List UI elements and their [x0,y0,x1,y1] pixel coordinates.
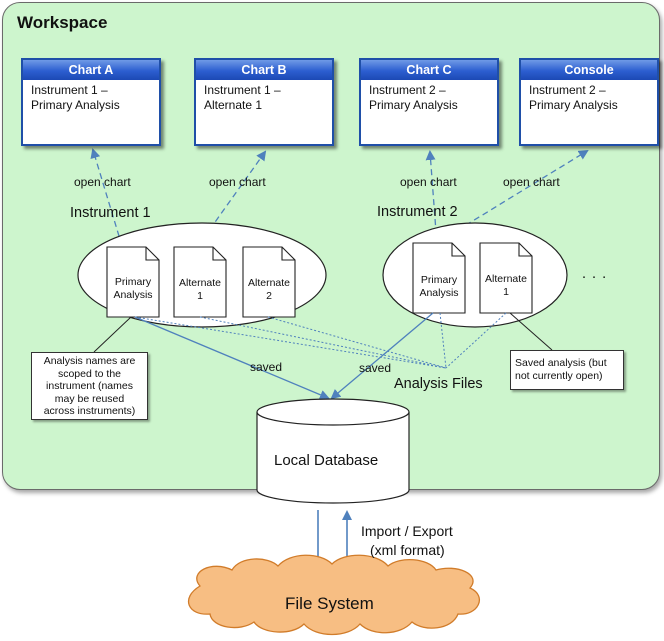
note-line: not currently open) [515,369,603,382]
file-system-cloud [188,554,481,636]
note-line: may be reused [54,392,125,405]
window-chart-b[interactable]: Chart B Instrument 1 – Alternate 1 [194,58,334,146]
database-label: Local Database [274,452,379,469]
note-saved-analysis: Saved analysis (but not currently open) [510,350,624,390]
open-chart-label-c: open chart [400,175,457,189]
open-chart-arrow-a [90,148,123,247]
database-cylinder [256,398,410,504]
doc-line2: 1 [197,290,203,302]
note-line: Analysis names are [43,355,136,367]
saved-arrow-1 [134,316,330,400]
note-connector-saved [509,312,553,351]
saved-label-2: saved [359,361,392,375]
window-title-console: Console [521,60,657,80]
open-chart-label-console: open chart [503,175,560,189]
window-chart-a[interactable]: Chart A Instrument 1 – Primary Analysis [21,58,161,146]
instrument-2-ellipse [382,222,568,328]
doc-line2: 2 [266,290,272,302]
saved-label-1: saved [250,360,283,374]
window-line2: Alternate 1 [204,98,263,112]
doc-line2: 1 [503,286,509,298]
open-chart-label-b: open chart [209,175,266,189]
analysis-files-label: Analysis Files [394,376,483,392]
window-line1: Instrument 1 – [31,83,108,97]
analysis-files-links [134,312,507,369]
doc-line1: Alternate [484,273,528,285]
doc-line2: Analysis [419,287,459,299]
note-connector-scoped [93,316,132,353]
window-line2: Primary Analysis [369,98,458,112]
instrument-1-label: Instrument 1 [70,205,151,221]
window-title-chart-b: Chart B [196,60,332,80]
note-scoped-names: Analysis names are scoped to the instrum… [31,352,148,420]
window-line2: Primary Analysis [31,98,120,112]
doc-i1-alt1-label[interactable]: Alternate 1 [174,277,226,303]
doc-i1-alt2-label[interactable]: Alternate 2 [243,277,295,303]
doc-icon-i2-alt1 [479,242,533,314]
workspace-title: Workspace [17,13,108,32]
doc-line1: Primary [420,274,458,286]
doc-icon-i2-primary [412,242,466,314]
window-console[interactable]: Console Instrument 2 – Primary Analysis [519,58,659,146]
saved-arrow-2 [330,312,434,400]
doc-line1: Primary [114,276,152,288]
import-export-label: Import / Export (xml format) [361,522,453,560]
file-system-label: File System [285,594,374,613]
note-line: instrument (names [46,380,133,392]
doc-i2-alt1-label[interactable]: Alternate 1 [480,273,532,299]
import-export-line1: Import / Export [361,523,453,539]
open-chart-label-a: open chart [74,175,131,189]
window-line1: Instrument 2 – [369,83,446,97]
open-chart-arrow-console [439,149,589,242]
more-instruments-ellipsis: . . . [582,266,608,282]
note-line: scoped to the [57,367,122,380]
window-title-chart-a: Chart A [23,60,159,80]
doc-line1: Alternate [247,277,291,289]
window-line2: Primary Analysis [529,98,618,112]
doc-i1-primary-label[interactable]: Primary Analysis [107,276,159,302]
window-chart-c[interactable]: Chart C Instrument 2 – Primary Analysis [359,58,499,146]
doc-icon-i1-alt2 [242,246,296,318]
window-title-chart-c: Chart C [361,60,497,80]
note-line: Saved analysis (but [515,357,607,369]
doc-line2: Analysis [113,289,153,301]
doc-i2-primary-label[interactable]: Primary Analysis [413,274,465,300]
instrument-2-label: Instrument 2 [377,204,458,220]
note-line: across instruments) [43,405,136,417]
doc-icon-i1-alt1 [173,246,227,318]
doc-icon-i1-primary [106,246,160,318]
window-line1: Instrument 2 – [529,83,606,97]
doc-line1: Alternate [178,277,222,289]
window-line1: Instrument 1 – [204,83,281,97]
import-export-line2: (xml format) [370,542,445,558]
